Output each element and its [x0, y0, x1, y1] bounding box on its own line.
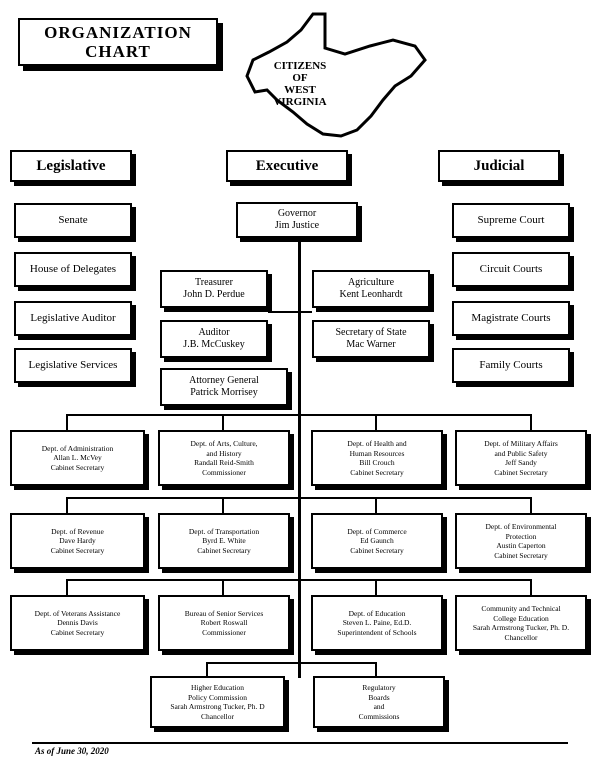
auditor-box: Auditor J.B. McCuskey	[160, 320, 268, 358]
elected-left-link	[268, 311, 300, 313]
dept-arts-culture-history-box: Dept. of Arts, Culture, and History Rand…	[158, 430, 290, 486]
dept-transportation-box: Dept. of Transportation Byrd E. White Ca…	[158, 513, 290, 569]
family-courts-box: Family Courts	[452, 348, 570, 383]
house-label: House of Delegates	[29, 263, 117, 275]
main-trunk-line	[298, 238, 301, 678]
elected-right-link	[300, 311, 312, 313]
dept-military-label: Dept. of Military Affairs and Public Saf…	[484, 439, 558, 477]
secretary-of-state-label: Secretary of State Mac Warner	[335, 327, 407, 350]
house-of-delegates-box: House of Delegates	[14, 252, 132, 287]
state-line1: CITIZENS	[273, 60, 327, 72]
higher-education-policy-box: Higher Education Policy Commission Sarah…	[150, 676, 285, 728]
judicial-label: Judicial	[473, 157, 525, 174]
legislative-auditor-label: Legislative Auditor	[30, 312, 116, 324]
regulatory-boards-label: Regulatory Boards and Commissions	[358, 683, 400, 721]
bureau-senior-services-box: Bureau of Senior Services Robert Roswall…	[158, 595, 290, 651]
auditor-label: Auditor J.B. McCuskey	[183, 327, 245, 350]
governor-box: Governor Jim Justice	[236, 202, 358, 238]
secretary-of-state-box: Secretary of State Mac Warner	[312, 320, 430, 358]
as-of-date: As of June 30, 2020	[35, 746, 109, 756]
community-college-label: Community and Technical College Educatio…	[472, 604, 570, 642]
executive-label: Executive	[255, 157, 319, 174]
legislative-label: Legislative	[36, 157, 106, 174]
row2-bus-line	[66, 497, 532, 499]
treasurer-box: Treasurer John D. Perdue	[160, 270, 268, 308]
higher-education-label: Higher Education Policy Commission Sarah…	[170, 683, 265, 721]
dept-veterans-label: Dept. of Veterans Assistance Dennis Davi…	[34, 608, 121, 637]
dept-commerce-label: Dept. of Commerce Ed Gaunch Cabinet Secr…	[347, 526, 407, 555]
drop	[530, 414, 532, 430]
dept-revenue-label: Dept. of Revenue Dave Hardy Cabinet Secr…	[50, 526, 105, 555]
dept-veterans-assistance-box: Dept. of Veterans Assistance Dennis Davi…	[10, 595, 145, 651]
dept-environmental-protection-box: Dept. of Environmental Protection Austin…	[455, 513, 587, 569]
state-label: CITIZENS OF WEST VIRGINIA	[250, 60, 350, 108]
state-line3: WEST	[284, 84, 316, 96]
dept-administration-label: Dept. of Administration Allan L. McVey C…	[41, 443, 114, 472]
chart-title: ORGANIZATION CHART	[18, 18, 218, 66]
legislative-header: Legislative	[10, 150, 132, 182]
dept-health-label: Dept. of Health and Human Resources Bill…	[347, 439, 407, 477]
west-virginia-map-icon	[245, 12, 427, 138]
state-line2: OF	[292, 72, 308, 84]
dept-transportation-label: Dept. of Transportation Byrd E. White Ca…	[188, 526, 260, 555]
drop	[206, 662, 208, 676]
drop	[375, 662, 377, 676]
row1-bus-line	[66, 414, 532, 416]
chart-title-line1: ORGANIZATION	[44, 23, 192, 42]
community-technical-college-box: Community and Technical College Educatio…	[455, 595, 587, 651]
legislative-services-box: Legislative Services	[14, 348, 132, 383]
agriculture-label: Agriculture Kent Leonhardt	[339, 277, 403, 300]
drop	[375, 414, 377, 430]
drop	[530, 579, 532, 595]
dept-arts-label: Dept. of Arts, Culture, and History Rand…	[190, 439, 258, 477]
treasurer-label: Treasurer John D. Perdue	[183, 277, 245, 300]
footer-rule	[32, 742, 568, 744]
dept-environmental-label: Dept. of Environmental Protection Austin…	[485, 522, 557, 560]
row3-bus-line	[66, 579, 532, 581]
regulatory-boards-box: Regulatory Boards and Commissions	[313, 676, 445, 728]
chart-title-line2: CHART	[85, 42, 151, 61]
magistrate-courts-label: Magistrate Courts	[471, 312, 551, 324]
drop	[66, 497, 68, 513]
drop	[66, 579, 68, 595]
drop	[66, 414, 68, 430]
dept-military-affairs-box: Dept. of Military Affairs and Public Saf…	[455, 430, 587, 486]
dept-revenue-box: Dept. of Revenue Dave Hardy Cabinet Secr…	[10, 513, 145, 569]
drop	[530, 497, 532, 513]
agriculture-box: Agriculture Kent Leonhardt	[312, 270, 430, 308]
magistrate-courts-box: Magistrate Courts	[452, 301, 570, 336]
senate-label: Senate	[58, 214, 88, 226]
dept-commerce-box: Dept. of Commerce Ed Gaunch Cabinet Secr…	[311, 513, 443, 569]
dept-education-box: Dept. of Education Steven L. Paine, Ed.D…	[311, 595, 443, 651]
attorney-general-box: Attorney General Patrick Morrisey	[160, 368, 288, 406]
judicial-header: Judicial	[438, 150, 560, 182]
row4-bus-line	[206, 662, 376, 664]
drop	[222, 414, 224, 430]
dept-health-human-resources-box: Dept. of Health and Human Resources Bill…	[311, 430, 443, 486]
circuit-courts-box: Circuit Courts	[452, 252, 570, 287]
supreme-court-label: Supreme Court	[477, 214, 545, 226]
drop	[375, 497, 377, 513]
drop	[375, 579, 377, 595]
supreme-court-box: Supreme Court	[452, 203, 570, 238]
dept-education-label: Dept. of Education Steven L. Paine, Ed.D…	[337, 608, 417, 637]
executive-header: Executive	[226, 150, 348, 182]
bureau-senior-label: Bureau of Senior Services Robert Roswall…	[184, 608, 264, 637]
state-line4: VIRGINIA	[273, 96, 327, 108]
family-courts-label: Family Courts	[479, 359, 543, 371]
drop	[222, 579, 224, 595]
governor-label: Governor Jim Justice	[274, 208, 320, 231]
circuit-courts-label: Circuit Courts	[479, 263, 543, 275]
attorney-general-label: Attorney General Patrick Morrisey	[189, 375, 259, 398]
drop	[222, 497, 224, 513]
legislative-services-label: Legislative Services	[28, 359, 118, 371]
senate-box: Senate	[14, 203, 132, 238]
dept-administration-box: Dept. of Administration Allan L. McVey C…	[10, 430, 145, 486]
legislative-auditor-box: Legislative Auditor	[14, 301, 132, 336]
